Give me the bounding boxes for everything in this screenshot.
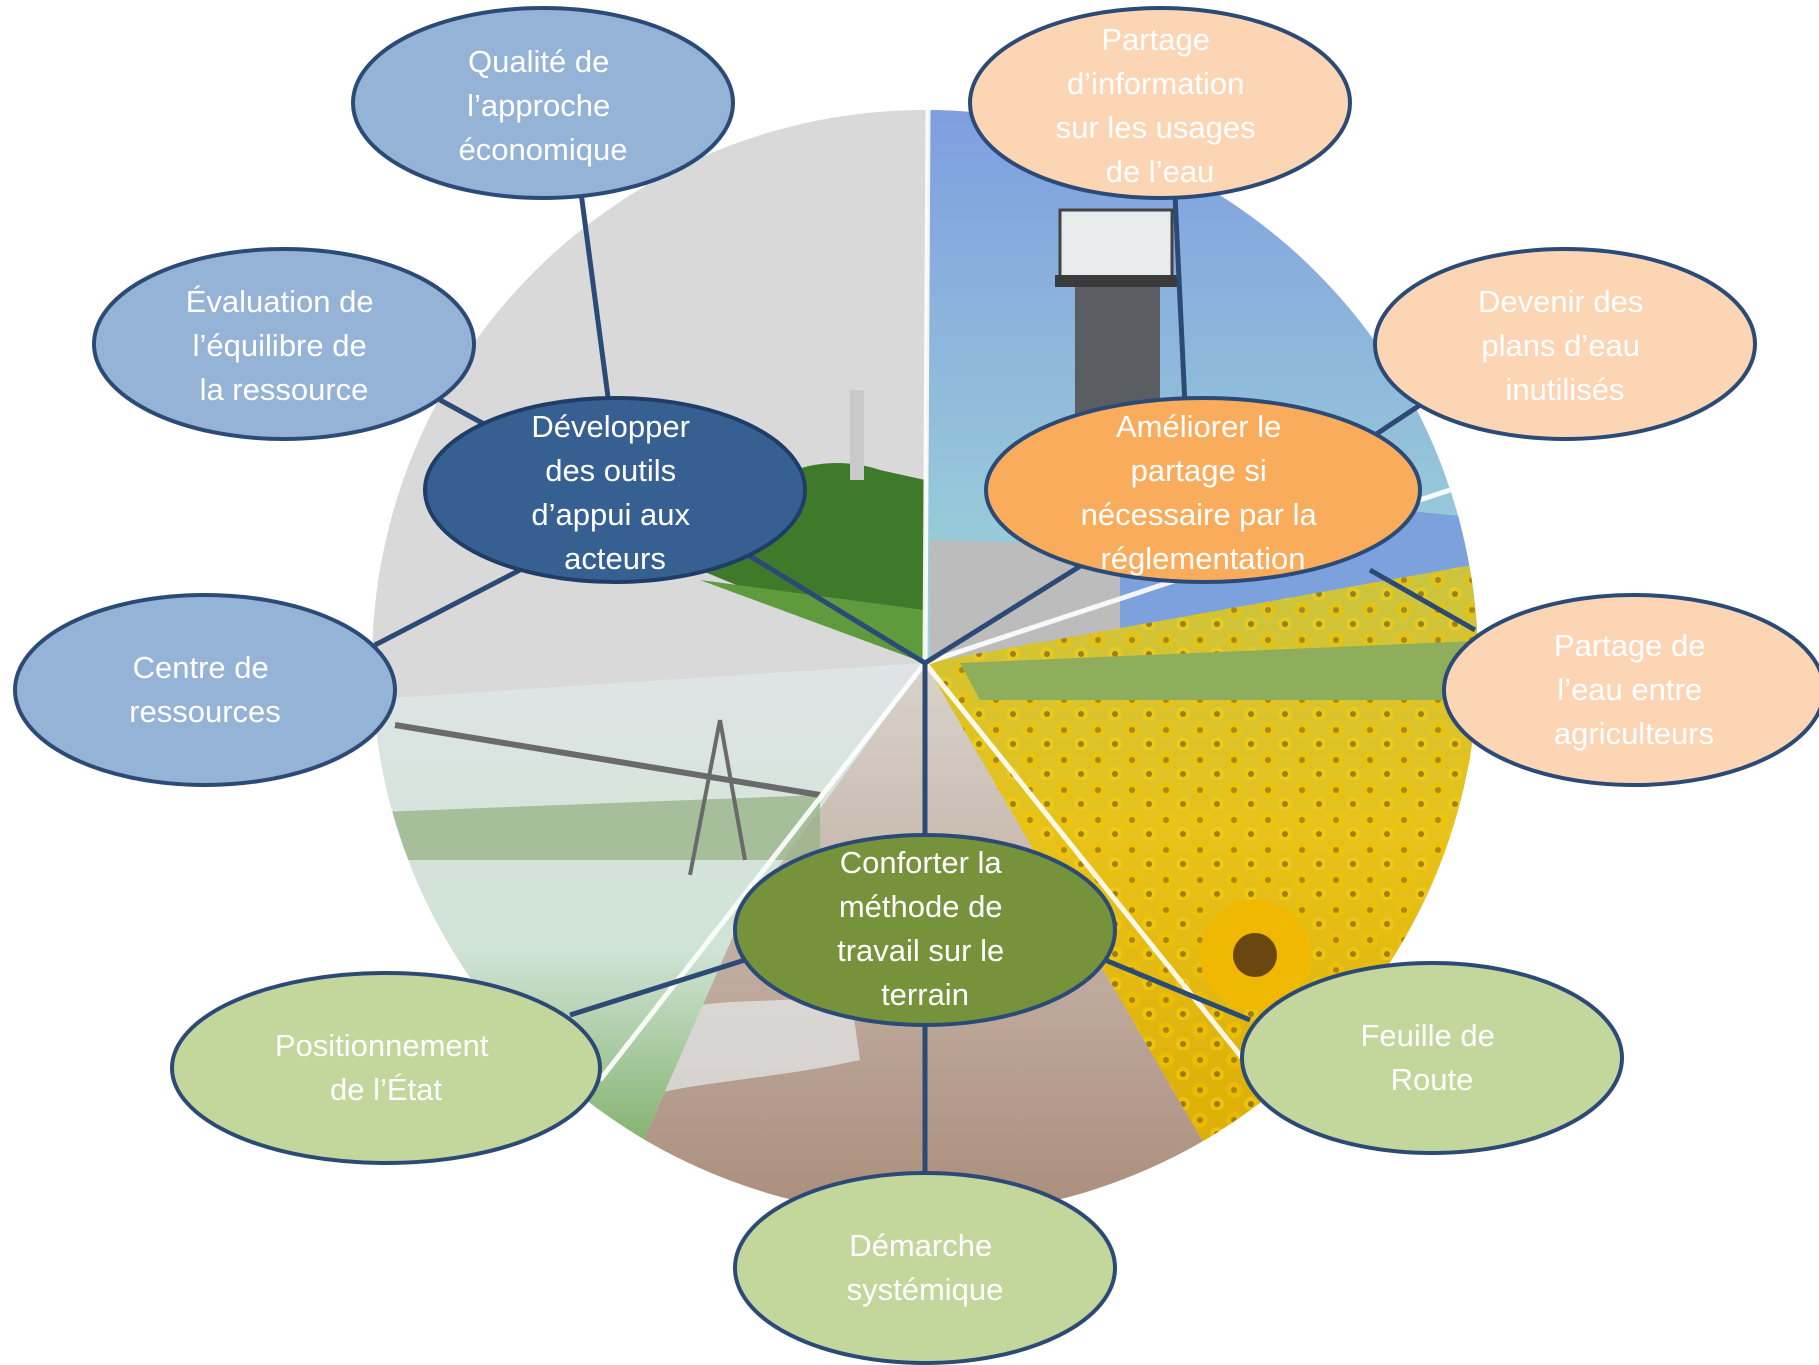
node-partage-info-line: de l’eau xyxy=(1106,154,1215,189)
hub-bottom: Conforter la méthode de travail sur le t… xyxy=(733,833,1117,1027)
node-centre-line: ressources xyxy=(129,694,281,729)
node-demarche-line: systémique xyxy=(847,1272,1004,1307)
node-qualite-line: l’approche xyxy=(467,88,610,123)
hub-bottom-line: Conforter la xyxy=(840,845,1003,880)
node-evaluation-line: la ressource xyxy=(200,372,369,407)
node-qualite: Qualité de l’approche économique xyxy=(351,6,735,200)
hub-right: Améliorer le partage si nécessaire par l… xyxy=(984,396,1422,584)
svg-text:Feuille de Route: Feuille de Route xyxy=(1360,1018,1503,1097)
node-partage-info-line: sur les usages xyxy=(1056,110,1256,145)
node-positionnement-line: de l’État xyxy=(330,1072,442,1107)
node-devenir-line: plans d’eau xyxy=(1481,328,1640,363)
svg-text:Partage de l’eau entre: Partage de l’eau entre agriculteurs xyxy=(1554,628,1714,751)
node-feuille-line: Route xyxy=(1391,1062,1474,1097)
svg-text:Devenir des plans d’eau: Devenir des plans d’eau inutilisés xyxy=(1478,284,1652,407)
node-evaluation-line: l’équilibre de xyxy=(193,328,367,363)
node-centre-line: Centre de xyxy=(133,650,269,685)
node-centre: Centre de ressources xyxy=(13,593,397,787)
node-feuille: Feuille de Route xyxy=(1240,961,1624,1155)
node-positionnement-line: Positionnement xyxy=(275,1028,489,1063)
node-partage-info-line: d’information xyxy=(1067,66,1244,101)
node-qualite-line: économique xyxy=(459,132,628,167)
hub-left-line: des outils xyxy=(545,453,676,488)
connector-lines xyxy=(373,184,1477,1185)
node-partage-info-line: Partage xyxy=(1101,22,1210,57)
hub-bottom-line: méthode de xyxy=(839,889,1003,924)
node-partage-agri: Partage de l’eau entre agriculteurs xyxy=(1442,593,1819,787)
node-partage-agri-line: Partage de xyxy=(1554,628,1706,663)
hub-right-line: Améliorer le xyxy=(1116,409,1281,444)
hub-bottom-line: travail sur le xyxy=(837,933,1004,968)
hub-bottom-line: terrain xyxy=(881,977,969,1012)
svg-text:Qualité de l’approche: Qualité de l’approche économique xyxy=(459,44,628,167)
svg-text:Améliorer le partage si: Améliorer le partage si nécessaire par l… xyxy=(1081,409,1326,576)
hub-left: Développer des outils d’appui aux acteur… xyxy=(423,396,807,584)
hub-left-line: acteurs xyxy=(564,541,666,576)
hub-left-line: Développer xyxy=(531,409,690,444)
hub-right-line: partage si xyxy=(1131,453,1267,488)
node-positionnement: Positionnement de l’État xyxy=(170,971,602,1165)
hub-left-line: d’appui aux xyxy=(531,497,690,532)
svg-text:Partage d’information: Partage d’information sur les usages de … xyxy=(1056,22,1265,189)
svg-text:Conforter la méthode de: Conforter la méthode de travail sur le t… xyxy=(837,845,1013,1012)
hub-right-line: réglementation xyxy=(1100,541,1305,576)
svg-text:Démarche systémique: Démarche systémique xyxy=(847,1228,1004,1307)
node-partage-info: Partage d’information sur les usages de … xyxy=(968,6,1352,200)
node-partage-agri-line: l’eau entre xyxy=(1557,672,1702,707)
node-feuille-line: Feuille de xyxy=(1360,1018,1494,1053)
node-devenir-line: inutilisés xyxy=(1506,372,1625,407)
node-devenir-line: Devenir des xyxy=(1478,284,1643,319)
svg-text:Développer des outils: Développer des outils d’appui aux acteur… xyxy=(531,409,698,576)
node-partage-agri-line: agriculteurs xyxy=(1554,716,1714,751)
node-evaluation-line: Évaluation de xyxy=(186,284,374,319)
node-demarche-line: Démarche xyxy=(849,1228,992,1263)
svg-text:Positionnement de l’État: Positionnement de l’État xyxy=(275,1028,497,1107)
hub-right-line: nécessaire par la xyxy=(1081,497,1318,532)
node-evaluation: Évaluation de l’équilibre de la ressourc… xyxy=(92,247,476,441)
svg-text:Évaluation de l’équilibr: Évaluation de l’équilibre de la ressourc… xyxy=(186,284,383,407)
node-devenir: Devenir des plans d’eau inutilisés xyxy=(1373,247,1757,441)
node-demarche: Démarche systémique xyxy=(733,1171,1117,1365)
node-qualite-line: Qualité de xyxy=(468,44,609,79)
svg-text:Centre de ressources: Centre de ressources xyxy=(129,650,281,729)
